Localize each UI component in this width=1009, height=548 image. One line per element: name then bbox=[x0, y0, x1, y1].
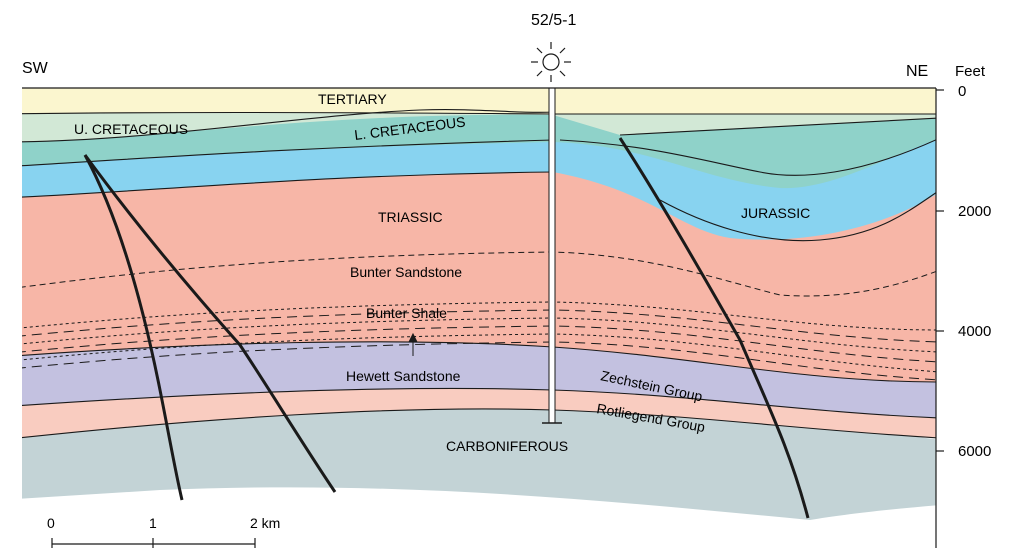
bunter-shale-arrow bbox=[408, 332, 418, 356]
label-bunter-sandstone: Bunter Sandstone bbox=[350, 264, 462, 280]
bunter-dashes bbox=[22, 251, 936, 381]
label-hewett-sandstone: Hewett Sandstone bbox=[346, 368, 461, 384]
fault-ne bbox=[618, 137, 810, 519]
l-cretaceous-layer bbox=[22, 111, 936, 189]
label-carboniferous: CARBONIFEROUS bbox=[446, 438, 568, 454]
carboniferous-layer bbox=[22, 398, 936, 520]
well-label: 52/5-1 bbox=[531, 12, 576, 29]
fault-sw-2 bbox=[83, 154, 337, 493]
tertiary-layer bbox=[22, 88, 936, 114]
u-cretaceous-layer bbox=[22, 111, 936, 142]
label-u-cretaceous: U. CRETACEOUS bbox=[74, 121, 188, 137]
strata bbox=[22, 88, 936, 520]
scale-bar bbox=[51, 538, 256, 548]
direction-sw: SW bbox=[22, 60, 49, 77]
label-jurassic: JURASSIC bbox=[741, 205, 810, 221]
depth-unit-label: Feet bbox=[955, 63, 986, 80]
sun-well-symbol-icon bbox=[531, 42, 571, 82]
scale-tick-2km: 2 km bbox=[250, 515, 280, 531]
depth-tick-6000: 6000 bbox=[958, 443, 991, 460]
fault-sw-1 bbox=[83, 154, 184, 501]
faults bbox=[83, 137, 810, 519]
scale-tick-1: 1 bbox=[149, 515, 157, 531]
label-tertiary: TERTIARY bbox=[318, 91, 387, 107]
label-triassic: TRIASSIC bbox=[378, 209, 443, 225]
depth-tick-4000: 4000 bbox=[958, 323, 991, 340]
depth-tick-2000: 2000 bbox=[958, 203, 991, 220]
boundary-lines bbox=[22, 109, 936, 439]
depth-tick-0: 0 bbox=[958, 83, 966, 100]
direction-ne: NE bbox=[906, 63, 928, 80]
depth-axis-ticks bbox=[936, 89, 944, 452]
label-bunter-shale: Bunter Shale bbox=[366, 305, 447, 321]
scale-tick-0: 0 bbox=[47, 515, 55, 531]
